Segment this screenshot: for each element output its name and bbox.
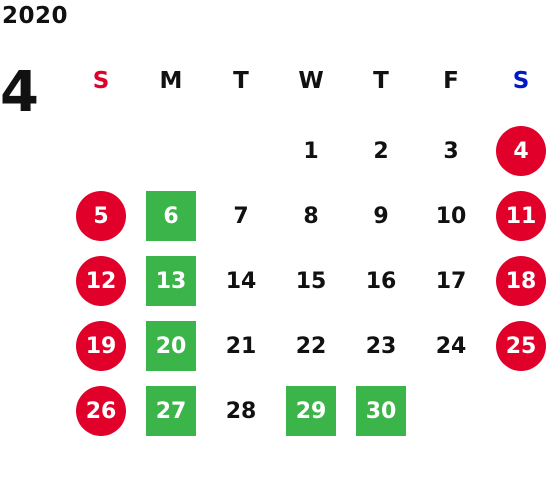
calendar-day-11[interactable]: 11: [496, 191, 546, 241]
calendar-day-20[interactable]: 20: [146, 321, 196, 371]
weekday-header-mon: M: [159, 68, 183, 94]
calendar-day-8[interactable]: 8: [303, 203, 319, 229]
calendar-day-15[interactable]: 15: [295, 268, 327, 294]
calendar-day-12[interactable]: 12: [76, 256, 126, 306]
calendar-day-4[interactable]: 4: [496, 126, 546, 176]
calendar-day-18[interactable]: 18: [496, 256, 546, 306]
weekday-header-tue: T: [233, 68, 249, 94]
calendar-day-23[interactable]: 23: [365, 333, 397, 359]
calendar-day-14[interactable]: 14: [225, 268, 257, 294]
calendar-day-7[interactable]: 7: [233, 203, 249, 229]
calendar-day-5[interactable]: 5: [76, 191, 126, 241]
calendar-day-29[interactable]: 29: [286, 386, 336, 436]
calendar-day-13[interactable]: 13: [146, 256, 196, 306]
weekday-header-fri: F: [443, 68, 459, 94]
calendar-day-2[interactable]: 2: [373, 138, 389, 164]
calendar-month: 4: [0, 60, 39, 125]
calendar-day-16[interactable]: 16: [365, 268, 397, 294]
calendar-year: 2020: [2, 3, 69, 29]
calendar-day-25[interactable]: 25: [496, 321, 546, 371]
calendar-day-28[interactable]: 28: [225, 398, 257, 424]
weekday-header-thu: T: [373, 68, 389, 94]
calendar-day-17[interactable]: 17: [435, 268, 467, 294]
calendar-day-10[interactable]: 10: [435, 203, 467, 229]
calendar-day-9[interactable]: 9: [373, 203, 389, 229]
calendar-day-3[interactable]: 3: [443, 138, 459, 164]
calendar-day-30[interactable]: 30: [356, 386, 406, 436]
weekday-header-sun: S: [92, 68, 110, 94]
calendar-day-21[interactable]: 21: [225, 333, 257, 359]
weekday-header-sat: S: [512, 68, 530, 94]
calendar-day-19[interactable]: 19: [76, 321, 126, 371]
calendar-day-6[interactable]: 6: [146, 191, 196, 241]
calendar-day-24[interactable]: 24: [435, 333, 467, 359]
calendar-day-26[interactable]: 26: [76, 386, 126, 436]
calendar-day-27[interactable]: 27: [146, 386, 196, 436]
weekday-header-wed: W: [298, 68, 324, 94]
calendar-day-22[interactable]: 22: [295, 333, 327, 359]
calendar-day-1[interactable]: 1: [303, 138, 319, 164]
